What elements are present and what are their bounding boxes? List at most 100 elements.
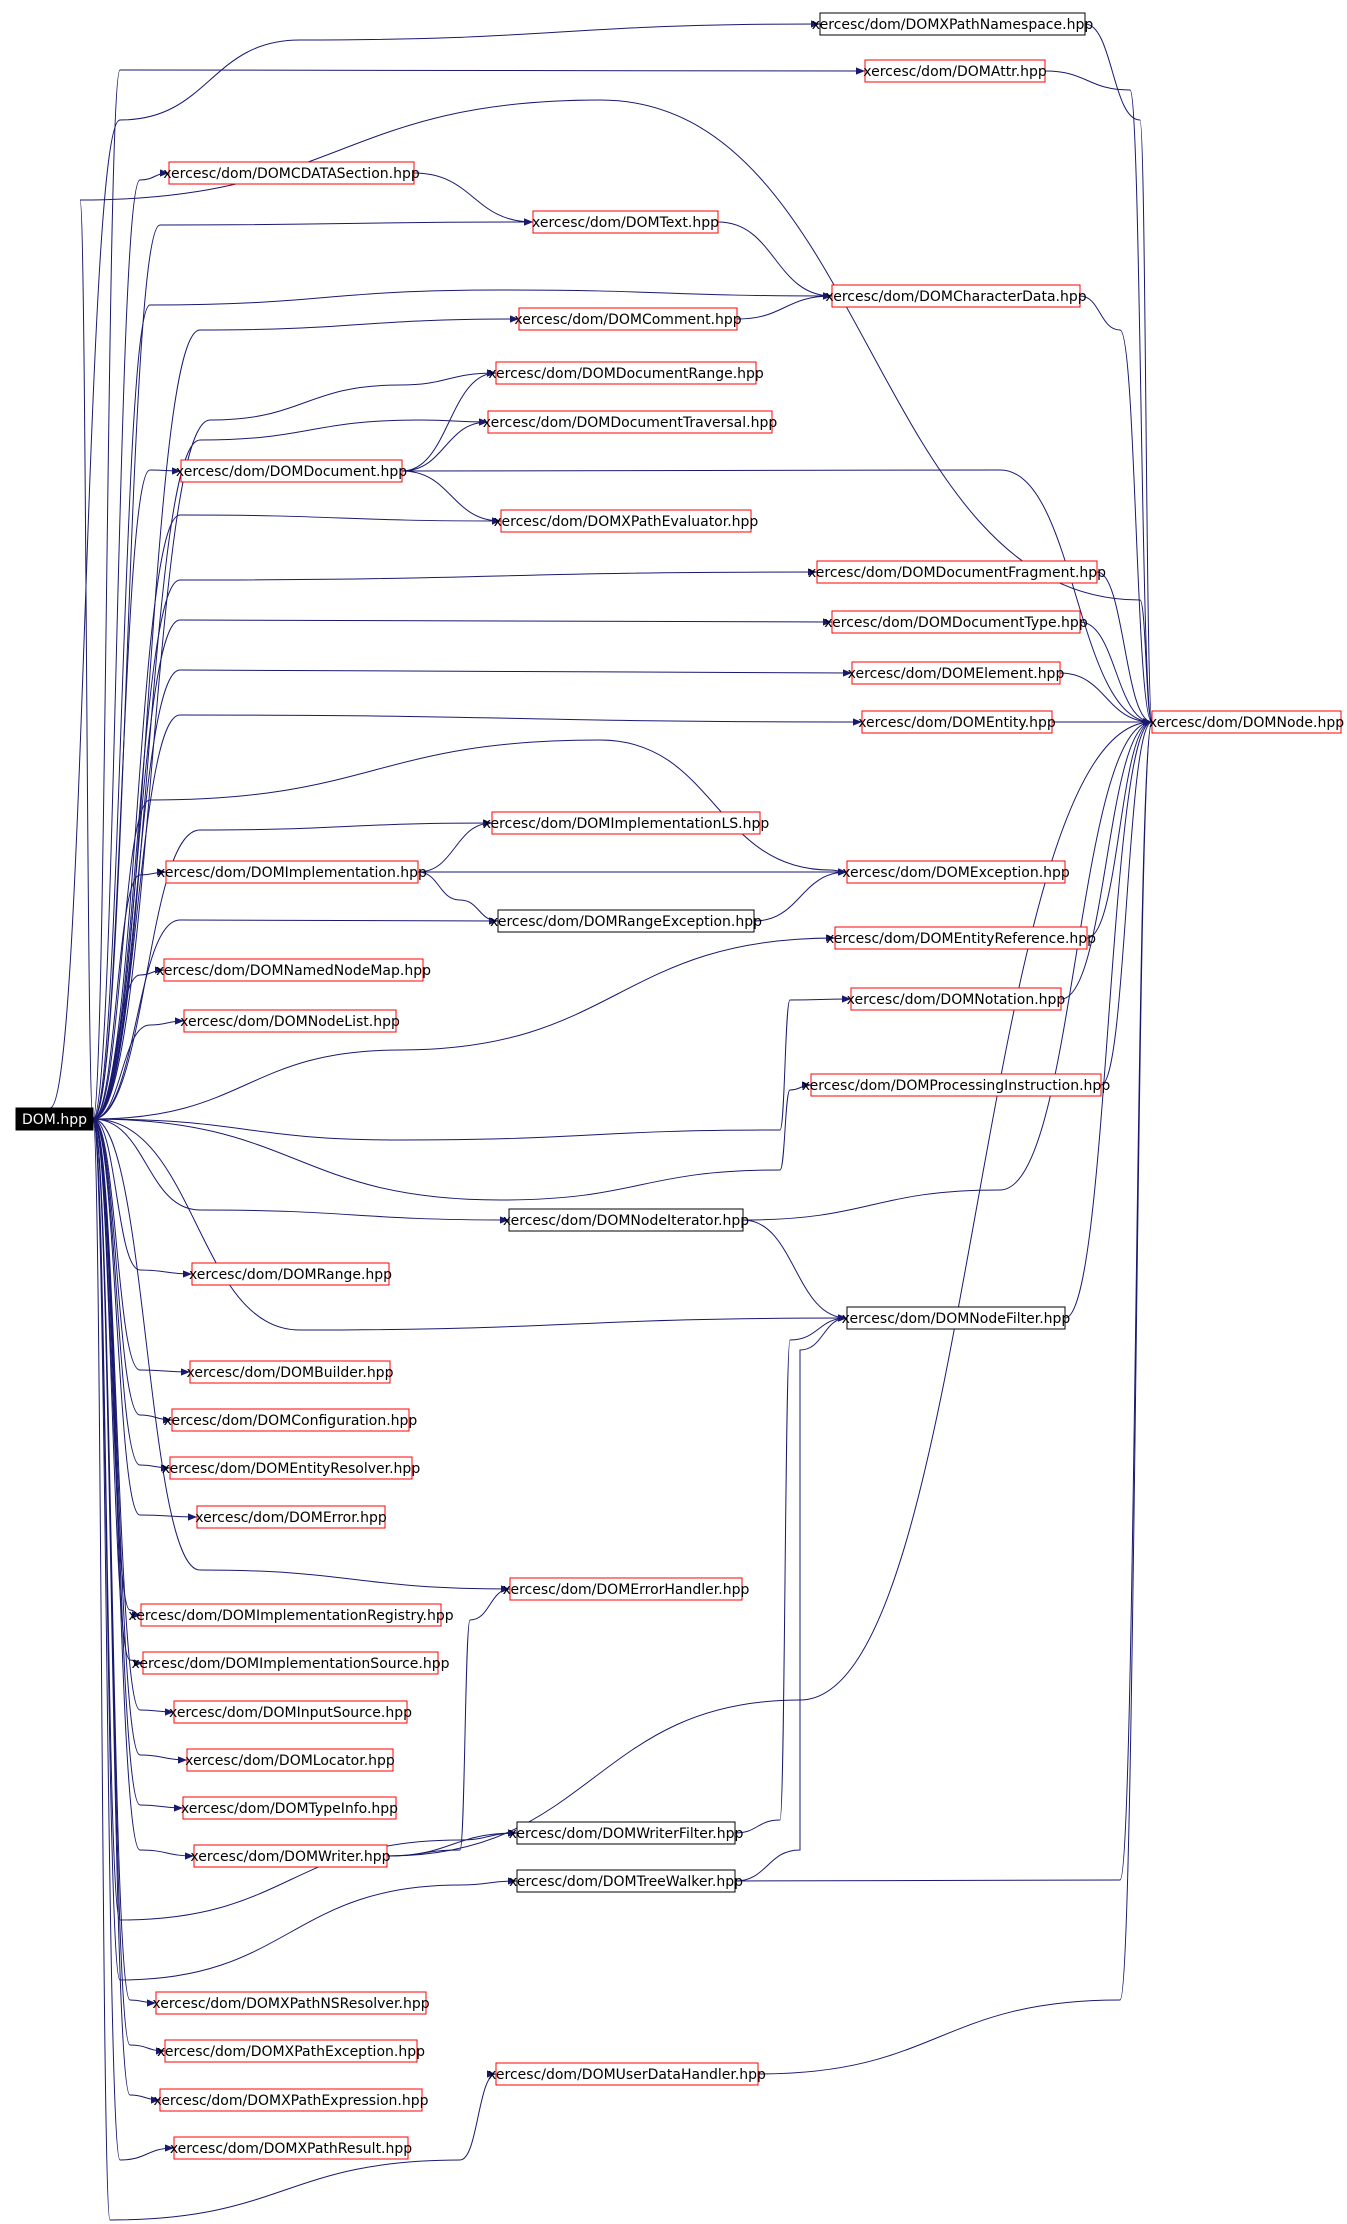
edge-root-to-docrange <box>92 369 497 1120</box>
node-label: xercesc/dom/DOMEntity.hpp <box>858 715 1056 731</box>
edge-docfrag-to-node <box>1096 571 1153 726</box>
node-errhandler[interactable]: xercesc/dom/DOMErrorHandler.hpp <box>503 1577 750 1601</box>
node-doctrav[interactable]: xercesc/dom/DOMDocumentTraversal.hpp <box>483 410 778 434</box>
node-procinst[interactable]: xercesc/dom/DOMProcessingInstruction.hpp <box>802 1073 1111 1097</box>
node-box <box>193 1844 388 1868</box>
node-box <box>816 560 1098 584</box>
node-implls[interactable]: xercesc/dom/DOMImplementationLS.hpp <box>483 811 770 835</box>
node-text[interactable]: xercesc/dom/DOMText.hpp <box>532 210 719 234</box>
node-nnmap[interactable]: xercesc/dom/DOMNamedNodeMap.hpp <box>156 958 431 982</box>
node-xpathnsres[interactable]: xercesc/dom/DOMXPathNSResolver.hpp <box>152 1991 430 2015</box>
node-writerfilter[interactable]: xercesc/dom/DOMWriterFilter.hpp <box>509 1821 744 1845</box>
node-xpathexc[interactable]: xercesc/dom/DOMXPathException.hpp <box>157 2039 425 2063</box>
edge-root-to-document <box>92 467 182 1120</box>
node-node[interactable]: xercesc/dom/DOMNode.hpp <box>1149 710 1344 734</box>
node-document[interactable]: xercesc/dom/DOMDocument.hpp <box>176 459 407 483</box>
node-box <box>810 1073 1102 1097</box>
node-box <box>495 361 757 385</box>
node-box <box>186 1748 394 1772</box>
node-range[interactable]: xercesc/dom/DOMRange.hpp <box>189 1262 392 1286</box>
node-box <box>834 926 1088 950</box>
node-box <box>173 2136 409 2160</box>
node-label: xercesc/dom/DOMText.hpp <box>532 215 719 231</box>
node-label: xercesc/dom/DOMImplementation.hpp <box>157 865 427 881</box>
edge-document-to-node <box>401 469 1153 726</box>
node-inputsrc[interactable]: xercesc/dom/DOMInputSource.hpp <box>169 1700 412 1724</box>
node-implsrc[interactable]: xercesc/dom/DOMImplementationSource.hpp <box>132 1651 450 1675</box>
node-box <box>500 509 752 533</box>
node-label: xercesc/dom/DOMDocumentType.hpp <box>824 615 1088 631</box>
node-docfrag[interactable]: xercesc/dom/DOMDocumentFragment.hpp <box>808 560 1106 584</box>
node-comment[interactable]: xercesc/dom/DOMComment.hpp <box>514 307 742 331</box>
node-xpathexpr[interactable]: xercesc/dom/DOMXPathExpression.hpp <box>153 2088 429 2112</box>
node-label: xercesc/dom/DOMUserDataHandler.hpp <box>488 2067 766 2083</box>
node-label: xercesc/dom/DOMAttr.hpp <box>863 64 1047 80</box>
node-label: xercesc/dom/DOMCharacterData.hpp <box>825 289 1086 305</box>
node-notation[interactable]: xercesc/dom/DOMNotation.hpp <box>847 987 1066 1011</box>
node-rangeexc[interactable]: xercesc/dom/DOMRangeException.hpp <box>490 909 762 933</box>
edge-root-to-nnmap <box>92 966 165 1120</box>
node-box <box>846 860 1066 884</box>
node-label: xercesc/dom/DOMCDATASection.hpp <box>163 166 420 182</box>
node-cdata[interactable]: xercesc/dom/DOMCDATASection.hpp <box>163 161 420 185</box>
edge-root-to-entres <box>92 1118 171 1472</box>
node-xpathns[interactable]: xercesc/dom/DOMXPathNamespace.hpp <box>812 12 1094 36</box>
edge-root-to-writer <box>92 1118 195 1860</box>
node-label: xercesc/dom/DOMDocumentTraversal.hpp <box>483 415 778 431</box>
node-box <box>864 59 1046 83</box>
node-writer[interactable]: xercesc/dom/DOMWriter.hpp <box>190 1844 391 1868</box>
edge-root-to-implsrc <box>92 1118 144 1667</box>
node-nodeiter[interactable]: xercesc/dom/DOMNodeIterator.hpp <box>503 1208 749 1232</box>
node-nodelist[interactable]: xercesc/dom/DOMNodeList.hpp <box>180 1009 400 1033</box>
edge-root-to-node <box>79 99 1153 1120</box>
node-attr[interactable]: xercesc/dom/DOMAttr.hpp <box>863 59 1047 83</box>
node-builder[interactable]: xercesc/dom/DOMBuilder.hpp <box>187 1360 394 1384</box>
node-error[interactable]: xercesc/dom/DOMError.hpp <box>195 1505 387 1529</box>
node-box <box>159 2088 423 2112</box>
node-typeinfo[interactable]: xercesc/dom/DOMTypeInfo.hpp <box>181 1796 398 1820</box>
edge-root-to-errhandler <box>92 1118 511 1593</box>
node-label: xercesc/dom/DOMEntityReference.hpp <box>826 931 1096 947</box>
node-label: xercesc/dom/DOMNamedNodeMap.hpp <box>156 963 431 979</box>
node-box <box>168 161 415 185</box>
edge-root-to-comment <box>92 315 520 1120</box>
node-box <box>169 1456 413 1480</box>
node-impl[interactable]: xercesc/dom/DOMImplementation.hpp <box>157 860 427 884</box>
node-doctype[interactable]: xercesc/dom/DOMDocumentType.hpp <box>824 610 1088 634</box>
node-entref[interactable]: xercesc/dom/DOMEntityReference.hpp <box>826 926 1096 950</box>
node-element[interactable]: xercesc/dom/DOMElement.hpp <box>848 661 1065 685</box>
node-box <box>532 210 719 234</box>
node-exception[interactable]: xercesc/dom/DOMException.hpp <box>842 860 1070 884</box>
node-entity[interactable]: xercesc/dom/DOMEntity.hpp <box>858 710 1056 734</box>
node-box <box>163 958 424 982</box>
edge-root-to-doctype <box>92 618 833 1120</box>
edge-doctype-to-node <box>1079 621 1153 726</box>
node-label: xercesc/dom/DOMErrorHandler.hpp <box>503 1582 750 1598</box>
node-config[interactable]: xercesc/dom/DOMConfiguration.hpp <box>164 1408 418 1432</box>
edge-writerfilter-to-nodefilter <box>734 1314 848 1834</box>
node-label: xercesc/dom/DOMEntityResolver.hpp <box>162 1461 421 1477</box>
edge-impl-to-rangeexc <box>417 871 499 925</box>
edge-root-to-impl <box>92 868 167 1120</box>
node-entres[interactable]: xercesc/dom/DOMEntityResolver.hpp <box>162 1456 421 1480</box>
node-xpatheval[interactable]: xercesc/dom/DOMXPathEvaluator.hpp <box>494 509 759 533</box>
node-box <box>1151 710 1342 734</box>
node-label: xercesc/dom/DOMNode.hpp <box>1149 715 1344 731</box>
edge-root-to-entref <box>92 934 836 1120</box>
node-box <box>180 459 403 483</box>
node-userdata[interactable]: xercesc/dom/DOMUserDataHandler.hpp <box>488 2062 766 2086</box>
edge-root-to-cdata <box>92 169 170 1120</box>
node-implreg[interactable]: xercesc/dom/DOMImplementationRegistry.hp… <box>128 1603 454 1627</box>
node-nodefilter[interactable]: xercesc/dom/DOMNodeFilter.hpp <box>842 1306 1071 1330</box>
node-box <box>850 987 1062 1011</box>
node-locator[interactable]: xercesc/dom/DOMLocator.hpp <box>185 1748 395 1772</box>
node-label: xercesc/dom/DOMNodeList.hpp <box>180 1014 400 1030</box>
node-treewalker[interactable]: xercesc/dom/DOMTreeWalker.hpp <box>509 1869 743 1893</box>
root-node: DOM.hpp <box>15 1107 94 1131</box>
node-chardata[interactable]: xercesc/dom/DOMCharacterData.hpp <box>825 284 1087 308</box>
node-docrange[interactable]: xercesc/dom/DOMDocumentRange.hpp <box>488 361 764 385</box>
node-xpathresult[interactable]: xercesc/dom/DOMXPathResult.hpp <box>170 2136 412 2160</box>
edge-chardata-to-node <box>1079 295 1153 726</box>
node-label: xercesc/dom/DOMXPathEvaluator.hpp <box>494 514 759 530</box>
